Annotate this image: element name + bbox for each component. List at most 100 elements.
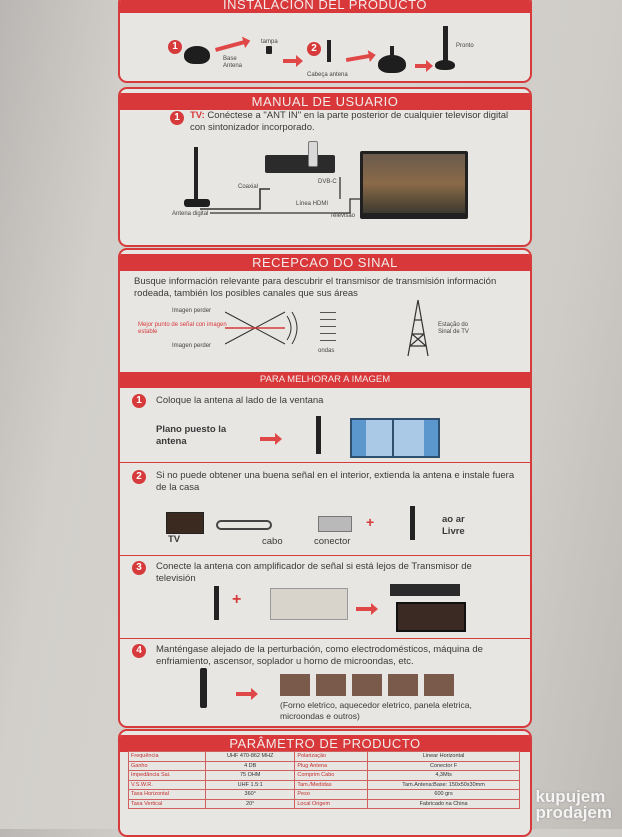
ready-antenna-icon [443,26,448,62]
install-cabeca-label: Cabeça antena [307,72,348,78]
improve-step-4-arrow [236,688,258,700]
parametro-cell: Tam.Antena:Base: 150x50x30mm [367,779,520,790]
imagen-perder-2-label: Imagen perder [172,343,212,349]
parametro-cell: 360° [205,789,296,800]
watermark: kupujem prodajem [535,788,612,822]
parametro-cell: 4,3Mts [367,770,520,781]
window-icon [350,418,440,458]
amplifier-package-icon [270,588,348,620]
improve-step-1-antenna-icon [316,416,321,454]
watermark-line-2: prodajem [535,803,612,822]
improve-step-2-antenna-icon [410,506,415,540]
install-tampa-label: tampa [261,39,278,45]
improve-step-3-badge: 3 [132,561,146,575]
install-step-2-badge: 2 [307,42,321,56]
improve-step-2-cabo-label: cabo [262,536,283,547]
improve-step-3-plus: + [232,591,242,608]
parametro-cell: V.S.W.R. [127,779,207,790]
install-base-label: Base Antena [223,56,243,69]
improve-sep-2 [120,555,530,556]
install-arrow-1 [214,40,246,52]
install-arrow-2 [283,55,303,67]
televisao-label: Televisão [330,213,356,219]
improve-step-3-text: Conecte la antena con amplificador de se… [156,561,472,584]
parametro-cell: Peso [294,789,369,800]
imagen-perder-1-label: Imagen perder [172,308,212,314]
install-arrow-4 [415,60,433,72]
parametro-cell: UHF 1.5:1 [205,779,296,790]
manual-step-1-badge: 1 [170,111,184,125]
recepcao-text: Busque información relevante para descub… [134,276,497,299]
television-icon [360,151,468,219]
improve-sep-3 [120,638,530,639]
digital-antenna-base-icon [184,199,210,207]
improve-step-3-antenna-icon [214,586,219,620]
remote-control-icon [308,141,318,167]
parametro-cell: Frequência [127,751,207,762]
parametro-title: PARÂMETRO DE PRODUCTO [120,735,530,752]
parametro-cell: 4 DB [205,760,296,771]
improve-step-2-ao-ar-label: ao ar Livre [442,514,465,537]
melhorar-title: PARA MELHORAR A IMAGEM [120,372,530,388]
parametro-cell: 75 OHM [205,770,296,781]
user-manual-panel: MANUAL DE USUARIO 1 TV: Conéctese a "ANT… [118,87,532,247]
antenna-base-icon [184,46,210,64]
cable-icon [216,520,272,530]
parametro-cell: Fabricado na China [367,798,520,809]
parametro-cell: 20° [205,798,296,809]
install-panel: INSTALACIÓN DEL PRODUCTO 1 Base Antena t… [118,0,532,83]
improve-step-2-plus: + [366,514,375,530]
parametro-cell: Local Origem [294,798,369,809]
connector-icon [318,516,352,532]
improve-step-1-label: Plano puesto la antena [156,424,227,447]
tampa-icon [266,46,272,54]
manual-instruction-text: Conéctese a "ANT IN" en la parte posteri… [190,110,509,133]
assembled-antenna-rod-icon [390,46,394,58]
antenna-head-icon [327,40,331,62]
user-manual-title: MANUAL DE USUARIO [120,93,530,110]
mejor-punto-label: Mejor punto de señal con imagen estable [138,322,227,335]
digital-antenna-rod-icon [194,147,198,203]
instruction-sheet: INSTALACIÓN DEL PRODUCTO 1 Base Antena t… [118,0,532,837]
parametro-cell: Comprim Cabo [294,770,369,781]
install-pronto-label: Pronto [456,43,474,49]
signal-panel: RECEPCAO DO SINAL Busque información rel… [118,248,532,728]
install-step-1-badge: 1 [168,40,182,54]
manual-tv-label: TV: [190,110,205,121]
improve-sep-1 [120,462,530,463]
improve-step-2-conector-label: conector [314,536,351,547]
waves-icon [320,312,336,342]
parametro-cell: Impedância Sai. [127,770,207,781]
improve-step-2-badge: 2 [132,470,146,484]
improve-step-4-note: (Forno eletrico, aquecedor eletrico, pan… [280,700,472,721]
set-top-box-icon [390,584,460,596]
improve-step-4-badge: 4 [132,644,146,658]
tv-tower-icon [407,299,429,357]
dvb-receiver-box [265,155,335,173]
parametro-cell: Taxa Horizontal [127,789,207,800]
improve-step-4-antenna-icon [200,668,207,708]
signal-direction-diagram [225,311,298,345]
parametro-cell: Taxa Vertical [127,798,207,809]
install-title: INSTALACIÓN DEL PRODUCTO [120,0,530,13]
improve-step-2-tv-image [166,512,204,534]
coaxial-label: Coaxial [238,184,259,190]
improve-step-2-tv-label: TV [168,534,181,545]
linea-hdmi-label: Línea HDMI [296,201,329,207]
tv-screen-icon [396,602,466,632]
manual-instruction: TV: Conéctese a "ANT IN" en la parte pos… [190,110,520,134]
estacao-label: Estação do Sinal de TV [438,322,469,335]
antena-digital-label: Antena digital [172,211,209,217]
parametro-cell: Plug Antena [294,760,369,771]
ondas-label: ondas [318,348,335,354]
improve-step-3-arrow [356,603,378,615]
parametro-cell: Ganho [127,760,207,771]
improve-step-4-text: Manténgase alejado de la perturbación, c… [156,644,483,667]
